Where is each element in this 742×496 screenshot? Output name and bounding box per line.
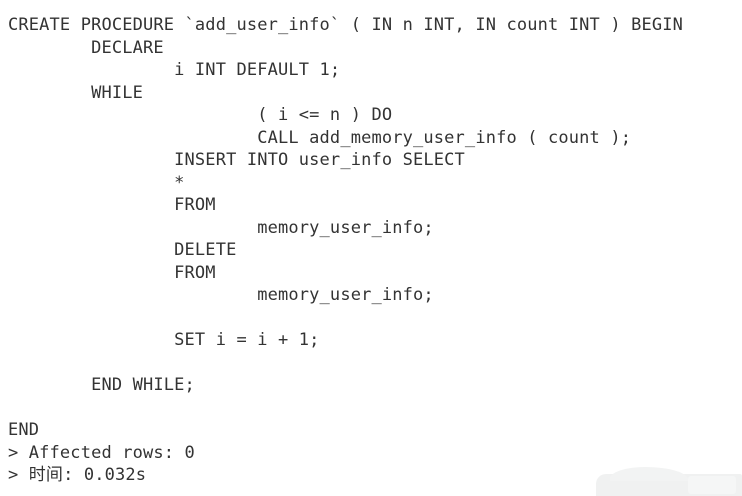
code-line: SET i = i + 1;	[8, 330, 320, 350]
code-line: END WHILE;	[8, 375, 195, 395]
code-line: memory_user_info;	[8, 285, 434, 305]
watermark-hump	[610, 467, 688, 481]
code-line: FROM	[8, 262, 216, 283]
code-line: DECLARE	[8, 37, 164, 58]
code-line: CREATE PROCEDURE `add_user_info` ( IN n …	[8, 15, 684, 35]
code-line: CALL add_memory_user_info ( count );	[8, 127, 632, 148]
code-line: DELETE	[8, 240, 237, 260]
message-line: > 时间: 0.032s	[8, 465, 147, 485]
code-line	[8, 307, 742, 330]
code-line	[8, 352, 742, 375]
message-line: > Affected rows: 0	[8, 442, 195, 463]
code-line: i INT DEFAULT 1;	[8, 60, 341, 80]
code-line: FROM	[8, 195, 216, 215]
code-line	[8, 397, 742, 420]
code-line: memory_user_info;	[8, 217, 434, 238]
code-line: INSERT INTO user_info SELECT	[8, 150, 465, 170]
code-line: END	[8, 420, 40, 440]
code-line: ( i <= n ) DO	[8, 105, 393, 125]
code-line: WHILE	[8, 82, 144, 103]
sql-code-block: CREATE PROCEDURE `add_user_info` ( IN n …	[8, 14, 742, 496]
watermark-blob	[596, 467, 742, 496]
code-line: *	[8, 172, 185, 193]
watermark-patch	[688, 476, 736, 494]
